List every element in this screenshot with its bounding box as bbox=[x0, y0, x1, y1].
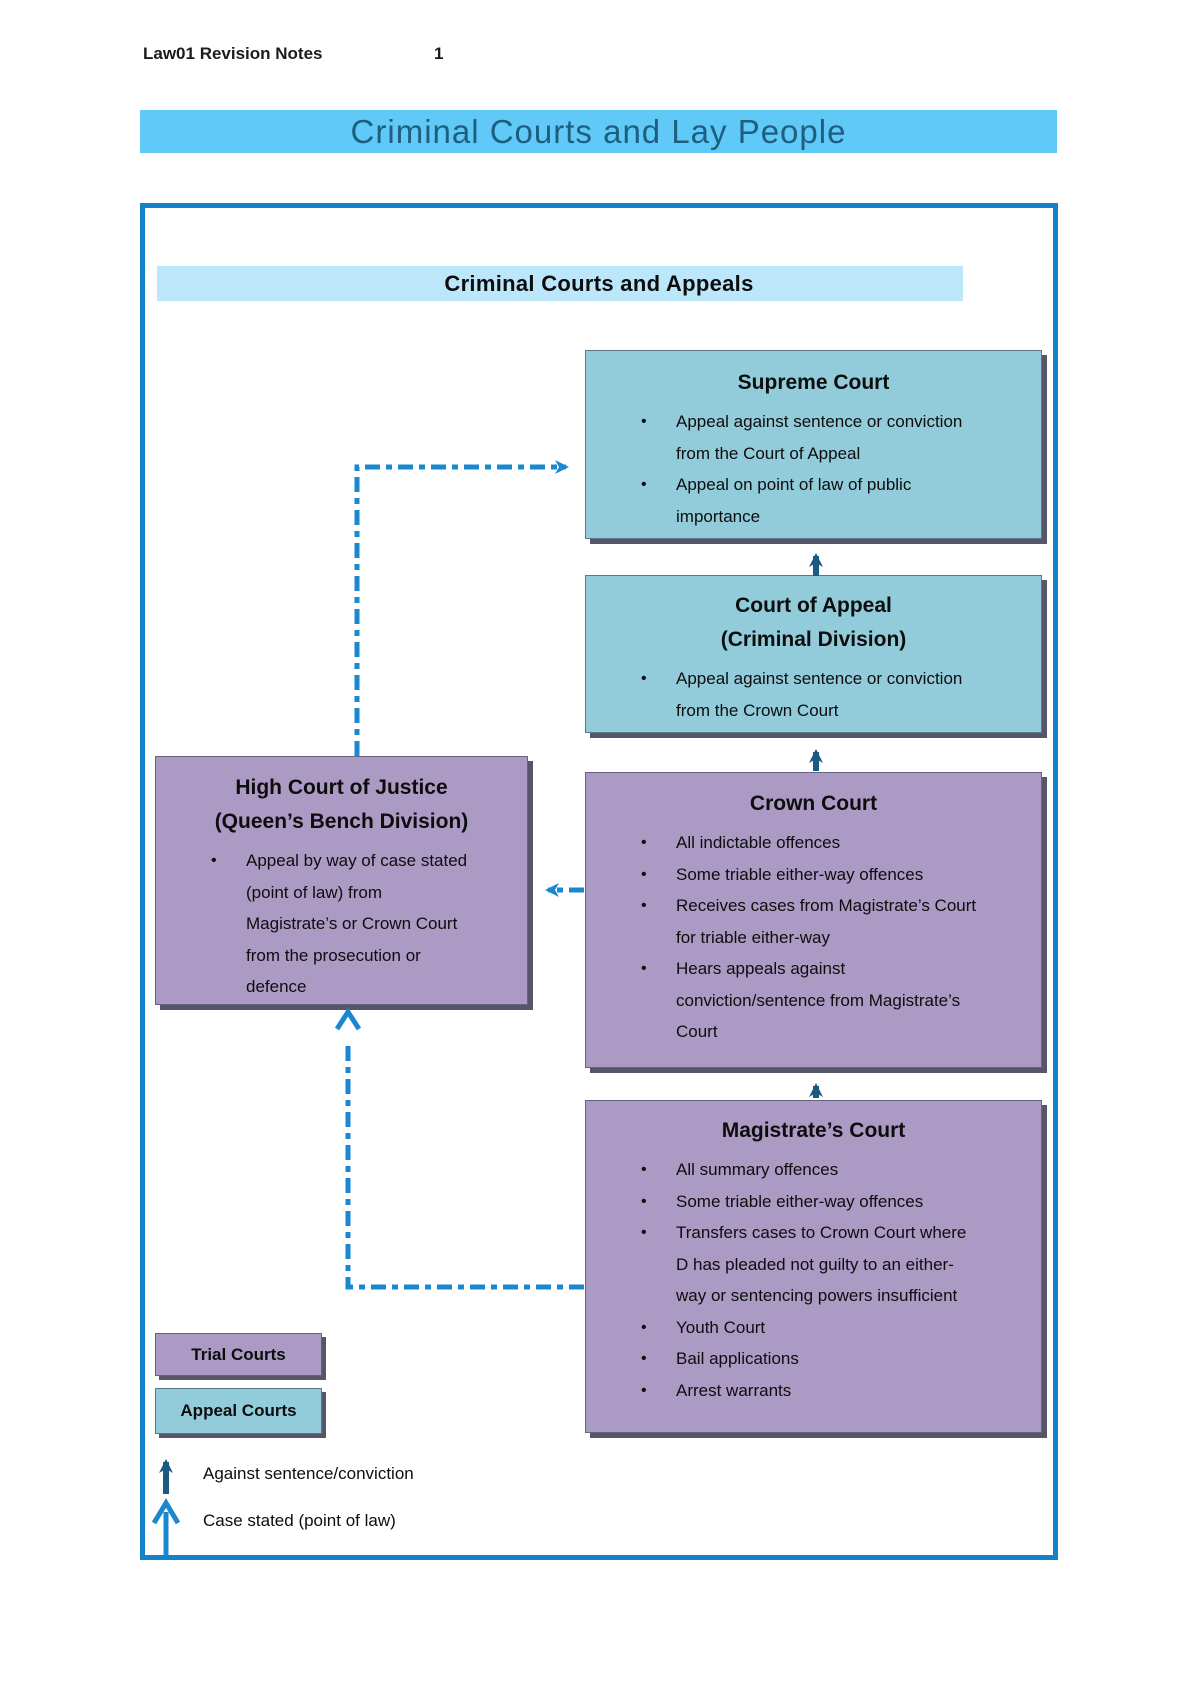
bullet-icon: • bbox=[211, 852, 217, 869]
page-number: 1 bbox=[434, 44, 444, 63]
diagram-heading-banner bbox=[157, 266, 963, 301]
list-item: •Arrest warrants bbox=[586, 1375, 1041, 1407]
page-title: Criminal Courts and Lay People bbox=[350, 112, 847, 150]
bullet-icon: • bbox=[641, 1161, 647, 1178]
court-of-appeal-box: Court of Appeal (Criminal Division) •App… bbox=[585, 575, 1042, 733]
list-item: •All indictable offences bbox=[586, 827, 1041, 859]
diagram-heading: Criminal Courts and Appeals bbox=[444, 270, 754, 296]
title-banner: Criminal Courts and Lay People bbox=[140, 110, 1057, 153]
bullet-list: •All summary offences •Some triable eith… bbox=[586, 1154, 1041, 1406]
list-item: •Youth Court bbox=[586, 1312, 1041, 1344]
bullet-icon: • bbox=[641, 1318, 647, 1336]
legend-dashed-arrow-label: Case stated (point of law) bbox=[203, 1511, 396, 1530]
legend-appeal-courts: Appeal Courts bbox=[155, 1388, 322, 1434]
list-item: •Some triable either-way offences bbox=[586, 859, 1041, 891]
court-title: Court of Appeal bbox=[735, 594, 892, 617]
court-subtitle: (Queen’s Bench Division) bbox=[214, 810, 469, 833]
bullet-icon: • bbox=[641, 1350, 647, 1367]
high-court-box: High Court of Justice (Queen’s Bench Div… bbox=[155, 756, 528, 1005]
bullet-icon: • bbox=[641, 1192, 647, 1210]
court-title: High Court of Justice bbox=[235, 776, 448, 799]
bullet-list: •Appeal against sentence or conviction f… bbox=[586, 663, 1041, 726]
court-title: Crown Court bbox=[749, 792, 878, 815]
bullet-icon: • bbox=[641, 834, 647, 851]
bullet-icon: • bbox=[641, 1381, 647, 1399]
bullet-icon: • bbox=[641, 670, 647, 687]
list-item: •Appeal against sentence or conviction f… bbox=[586, 663, 1041, 726]
list-item: •Receives cases from Magistrate’s Court … bbox=[586, 890, 1041, 953]
list-item: •Appeal by way of case stated (point of … bbox=[156, 845, 527, 1003]
document-header: Law01 Revision Notes bbox=[143, 44, 323, 63]
bullet-icon: • bbox=[641, 413, 647, 430]
bullet-icon: • bbox=[641, 960, 647, 977]
list-item: •Some triable either-way offences bbox=[586, 1186, 1041, 1218]
legend-trial-courts: Trial Courts bbox=[155, 1333, 322, 1376]
bullet-list: •All indictable offences •Some triable e… bbox=[586, 827, 1041, 1048]
list-item: •Appeal on point of law of public import… bbox=[586, 469, 1041, 532]
court-title: Magistrate’s Court bbox=[721, 1119, 906, 1142]
legend-trial-label: Trial Courts bbox=[191, 1344, 286, 1364]
bullet-icon: • bbox=[641, 476, 647, 493]
magistrates-court-box: Magistrate’s Court •All summary offences… bbox=[585, 1100, 1042, 1433]
legend-solid-arrow-label: Against sentence/conviction bbox=[203, 1464, 414, 1483]
bullet-icon: • bbox=[641, 865, 647, 883]
bullet-list: •Appeal by way of case stated (point of … bbox=[156, 845, 527, 1003]
bullet-list: •Appeal against sentence or conviction f… bbox=[586, 406, 1041, 532]
list-item: •Hears appeals against conviction/senten… bbox=[586, 953, 1041, 1048]
court-title: Supreme Court bbox=[737, 371, 890, 394]
legend-appeal-label: Appeal Courts bbox=[180, 1401, 297, 1420]
bullet-icon: • bbox=[641, 1224, 647, 1241]
crown-court-box: Crown Court •All indictable offences •So… bbox=[585, 772, 1042, 1068]
list-item: •All summary offences bbox=[586, 1154, 1041, 1186]
court-subtitle: (Criminal Division) bbox=[720, 628, 907, 651]
list-item: •Bail applications bbox=[586, 1343, 1041, 1375]
supreme-court-box: Supreme Court •Appeal against sentence o… bbox=[585, 350, 1042, 539]
list-item: •Transfers cases to Crown Court where D … bbox=[586, 1217, 1041, 1312]
bullet-icon: • bbox=[641, 897, 647, 914]
list-item: •Appeal against sentence or conviction f… bbox=[586, 406, 1041, 469]
